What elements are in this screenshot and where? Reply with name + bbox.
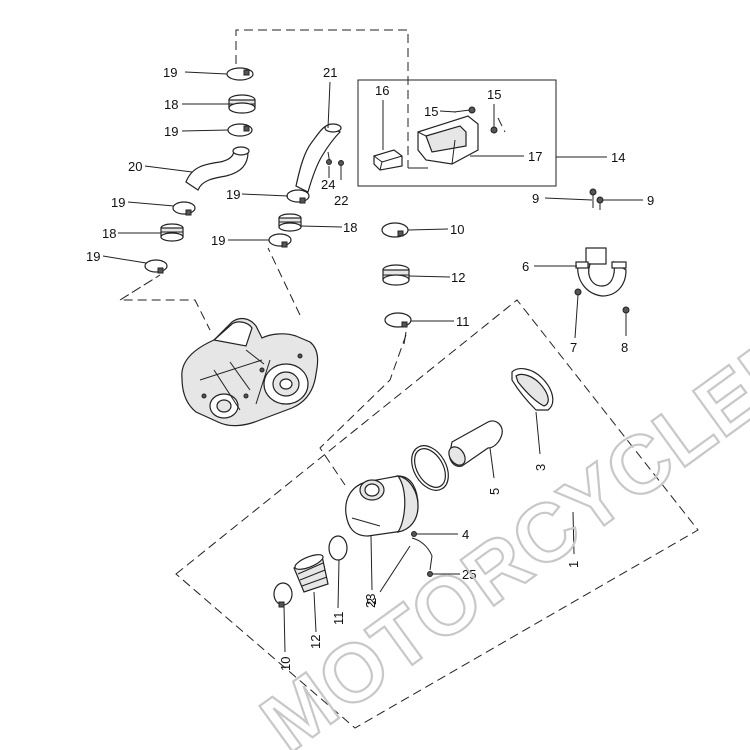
- callout-21: 21: [323, 65, 337, 80]
- callout-18: 18: [343, 220, 357, 235]
- callout-22: 22: [334, 193, 348, 208]
- callout-12: 12: [308, 635, 323, 649]
- hose-20: [185, 146, 250, 191]
- callout-24: 24: [321, 177, 335, 192]
- callout-15: 15: [487, 87, 501, 102]
- clamp-19-mid: [286, 189, 310, 204]
- part-3-filter-cap: [511, 368, 554, 411]
- callout-11: 11: [456, 314, 470, 329]
- part-5-filter-element: [448, 420, 503, 467]
- engine-cover-housing: [181, 317, 319, 427]
- part-7-bolt: [574, 288, 582, 296]
- callout-14: 14: [611, 150, 625, 165]
- clamp-19-second: [227, 123, 253, 137]
- callout-11: 11: [331, 612, 346, 626]
- part-8-bolt: [622, 306, 630, 314]
- sleeve-12-upper: [382, 264, 410, 286]
- clamp-19-fourth: [144, 259, 168, 274]
- callout-10: 10: [450, 222, 464, 237]
- part-6-clamp-band: [575, 247, 627, 297]
- callout-19: 19: [211, 233, 225, 248]
- part-17-bracket: [417, 115, 479, 165]
- callout-15: 15: [424, 104, 438, 119]
- callout-12: 12: [451, 270, 465, 285]
- callout-18: 18: [102, 226, 116, 241]
- part-15-screws: [453, 106, 498, 134]
- clamp-19-top: [226, 67, 254, 81]
- callout-20: 20: [128, 159, 142, 174]
- callout-8: 8: [621, 340, 628, 355]
- part-4-fitting: [411, 531, 433, 571]
- callout-5: 5: [487, 488, 502, 495]
- callout-25: 25: [462, 567, 476, 582]
- callout-1: 1: [566, 561, 581, 568]
- dashed-guide-lines: [118, 29, 699, 729]
- callout-7: 7: [570, 340, 577, 355]
- sleeve-18-top: [228, 94, 256, 114]
- callout-18: 18: [164, 97, 178, 112]
- callout-6: 6: [522, 259, 529, 274]
- part-14-group-box: [357, 79, 557, 187]
- part-9-bolts: [589, 188, 604, 210]
- clamp-10-lower: [273, 582, 293, 608]
- callout-10: 10: [278, 657, 293, 671]
- callout-23: 23: [363, 594, 378, 608]
- part-24-bolt: [326, 151, 332, 165]
- callout-2: 2: [364, 598, 379, 605]
- callout-16: 16: [375, 83, 389, 98]
- callout-17: 17: [528, 149, 542, 164]
- part-16-block: [373, 149, 403, 171]
- leader-lines: [102, 71, 643, 653]
- callout-9: 9: [647, 193, 654, 208]
- callout-19: 19: [111, 195, 125, 210]
- sleeve-18-mid: [160, 223, 184, 242]
- callout-3: 3: [533, 464, 548, 471]
- part-22-bolt: [338, 160, 344, 166]
- clamp-19-third: [172, 201, 196, 216]
- callout-19: 19: [86, 249, 100, 264]
- hose-21: [295, 123, 342, 193]
- o-ring-seal: [411, 445, 449, 491]
- callout-19: 19: [226, 187, 240, 202]
- clamp-11-upper: [384, 312, 412, 328]
- callout-9: 9: [532, 191, 539, 206]
- callout-4: 4: [462, 527, 469, 542]
- part-12-boot: [293, 554, 329, 593]
- sleeve-18-lower: [278, 213, 302, 232]
- clamp-19-low: [268, 233, 292, 248]
- callout-19: 19: [164, 124, 178, 139]
- clamp-11-lower: [328, 535, 348, 561]
- callout-19: 19: [163, 65, 177, 80]
- clamp-10-upper: [381, 222, 409, 238]
- callout-labels: 19 18 19 20 19 18 19 21 24 22 19 18 19 1…: [86, 65, 654, 671]
- part-2-filter-housing: [345, 475, 419, 537]
